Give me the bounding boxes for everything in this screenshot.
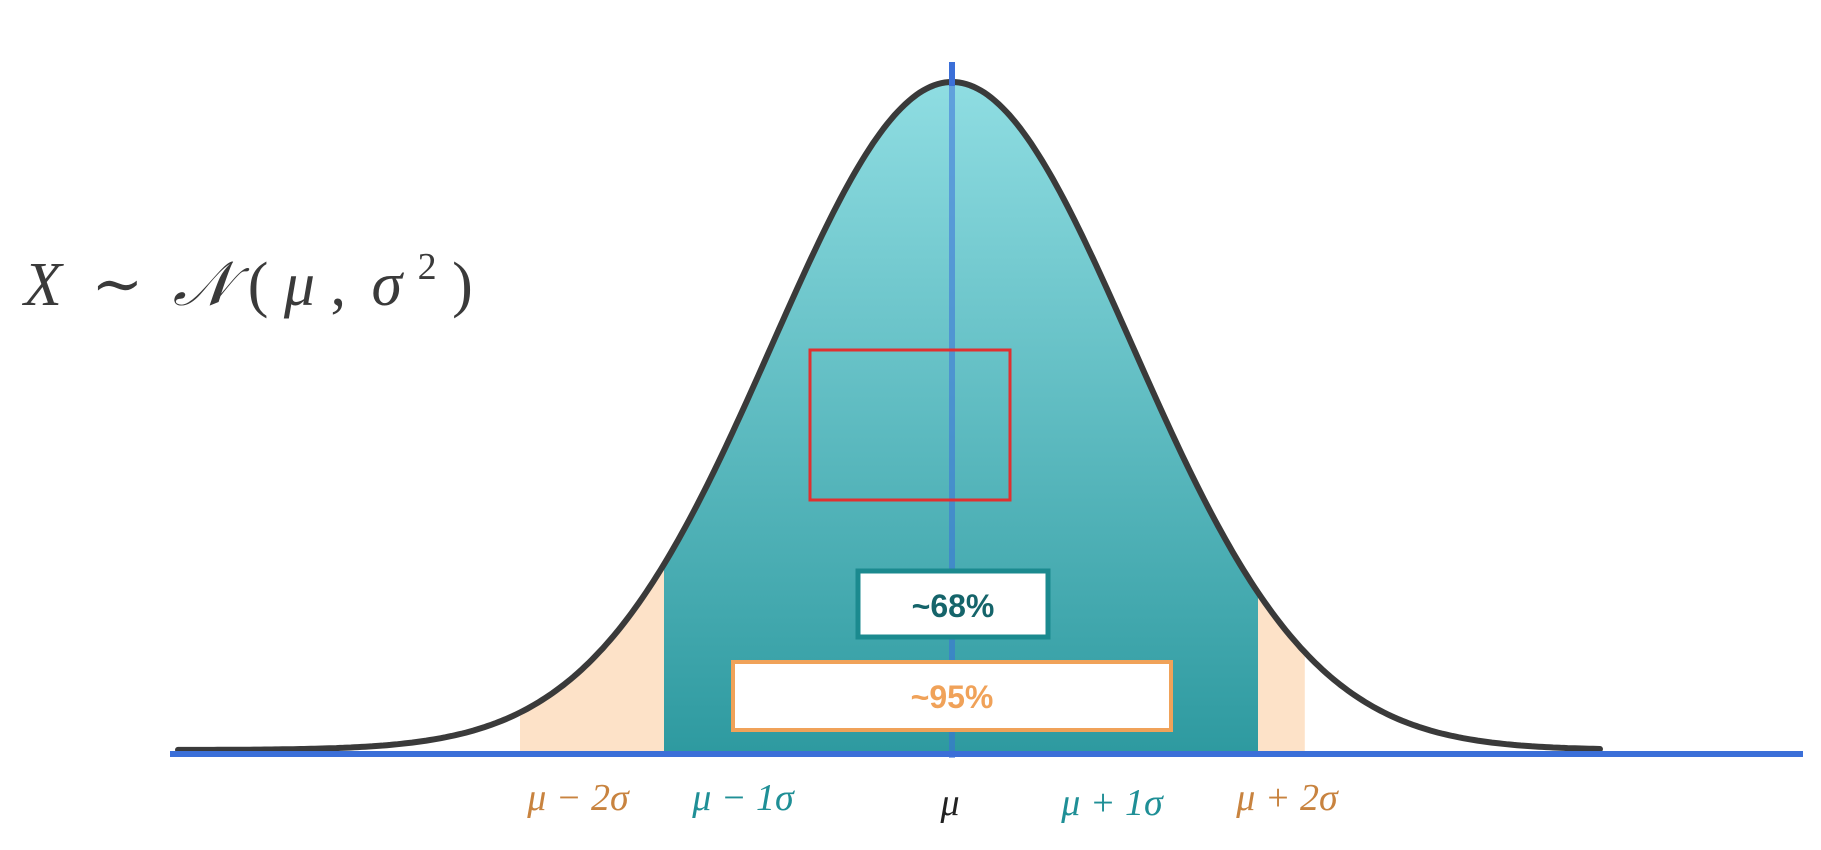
formula-comma: , — [331, 251, 347, 319]
formula-variance-exponent: 2 — [418, 246, 437, 288]
formula-family: 𝒩 — [173, 251, 250, 319]
badge-95-label: ~95% — [911, 679, 994, 715]
formula-variance-base: σ — [372, 251, 405, 319]
tick-label-mean: μ — [939, 782, 959, 824]
one-sigma-region — [664, 82, 1258, 752]
distribution-formula: X ∼ 𝒩 ( μ , σ 2 ) — [21, 225, 473, 319]
tick-label-minus-2-sigma: μ − 2σ — [526, 777, 630, 819]
bell-curve — [175, 78, 1603, 753]
badge-68-percent: ~68% — [855, 568, 1051, 640]
formula-mean: μ — [283, 251, 315, 319]
badge-95-percent: ~95% — [731, 660, 1173, 732]
formula-variable: X — [21, 251, 64, 319]
badge-68-label: ~68% — [912, 588, 995, 624]
tick-label-plus-1-sigma: μ + 1σ — [1060, 782, 1164, 824]
tick-label-minus-1-sigma: μ − 1σ — [691, 777, 795, 819]
formula-relation: ∼ — [91, 251, 143, 319]
formula-open-paren: ( — [248, 251, 269, 319]
tick-label-plus-2-sigma: μ + 2σ — [1235, 777, 1339, 819]
highlight-box — [808, 348, 1012, 502]
formula-close-paren: ) — [452, 251, 473, 319]
